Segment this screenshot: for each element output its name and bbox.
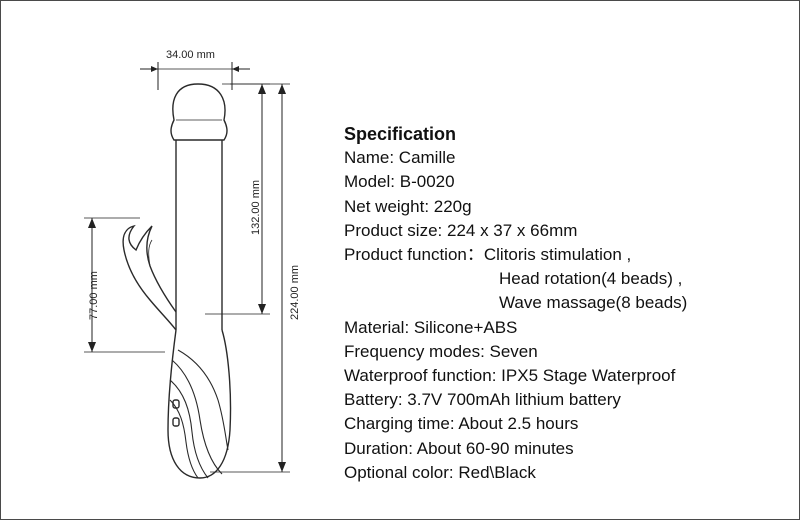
spec-net-weight: Net weight: 220g [344, 196, 472, 216]
spec-function-line-2: Head rotation(4 beads) , [499, 269, 683, 289]
spec-color: Optional color: Red\Black [344, 462, 536, 482]
spec-frequency: Frequency modes: Seven [344, 341, 538, 361]
head-length-label: 132.00 mm [250, 180, 262, 235]
spec-function-line-3: Wave massage(8 beads) [499, 293, 688, 313]
spec-heading: Specification [344, 124, 457, 144]
arm-length-dimension: 77.00 mm [84, 217, 165, 353]
spec-duration: Duration: About 60-90 minutes [344, 438, 574, 458]
total-length-dimension: 224.00 mm [210, 83, 301, 473]
spec-name: Name: Camille [344, 148, 456, 168]
spec-function-label: Product function： [344, 245, 484, 265]
width-dimension: 34.00 mm [140, 49, 250, 90]
specification-block: Specification Name: Camille Model: B-002… [344, 122, 687, 485]
spec-function-row: Product function：Clitoris stimulation , [344, 243, 687, 267]
spec-charging: Charging time: About 2.5 hours [344, 414, 579, 434]
arm-length-label: 77.00 mm [88, 271, 100, 320]
spec-product-size: Product size: 224 x 37 x 66mm [344, 220, 578, 240]
product-outline [122, 83, 232, 479]
spec-model: Model: B-0020 [344, 172, 455, 192]
width-dimension-label: 34.00 mm [166, 49, 215, 61]
spec-function-line-1: Clitoris stimulation , [483, 245, 632, 265]
spec-battery: Battery: 3.7V 700mAh lithium battery [344, 390, 621, 410]
head-length-dimension: 132.00 mm [205, 83, 270, 315]
spec-waterproof: Waterproof function: IPX5 Stage Waterpro… [344, 366, 676, 386]
total-length-label: 224.00 mm [289, 265, 301, 320]
spec-material: Material: Silicone+ABS [344, 317, 518, 337]
